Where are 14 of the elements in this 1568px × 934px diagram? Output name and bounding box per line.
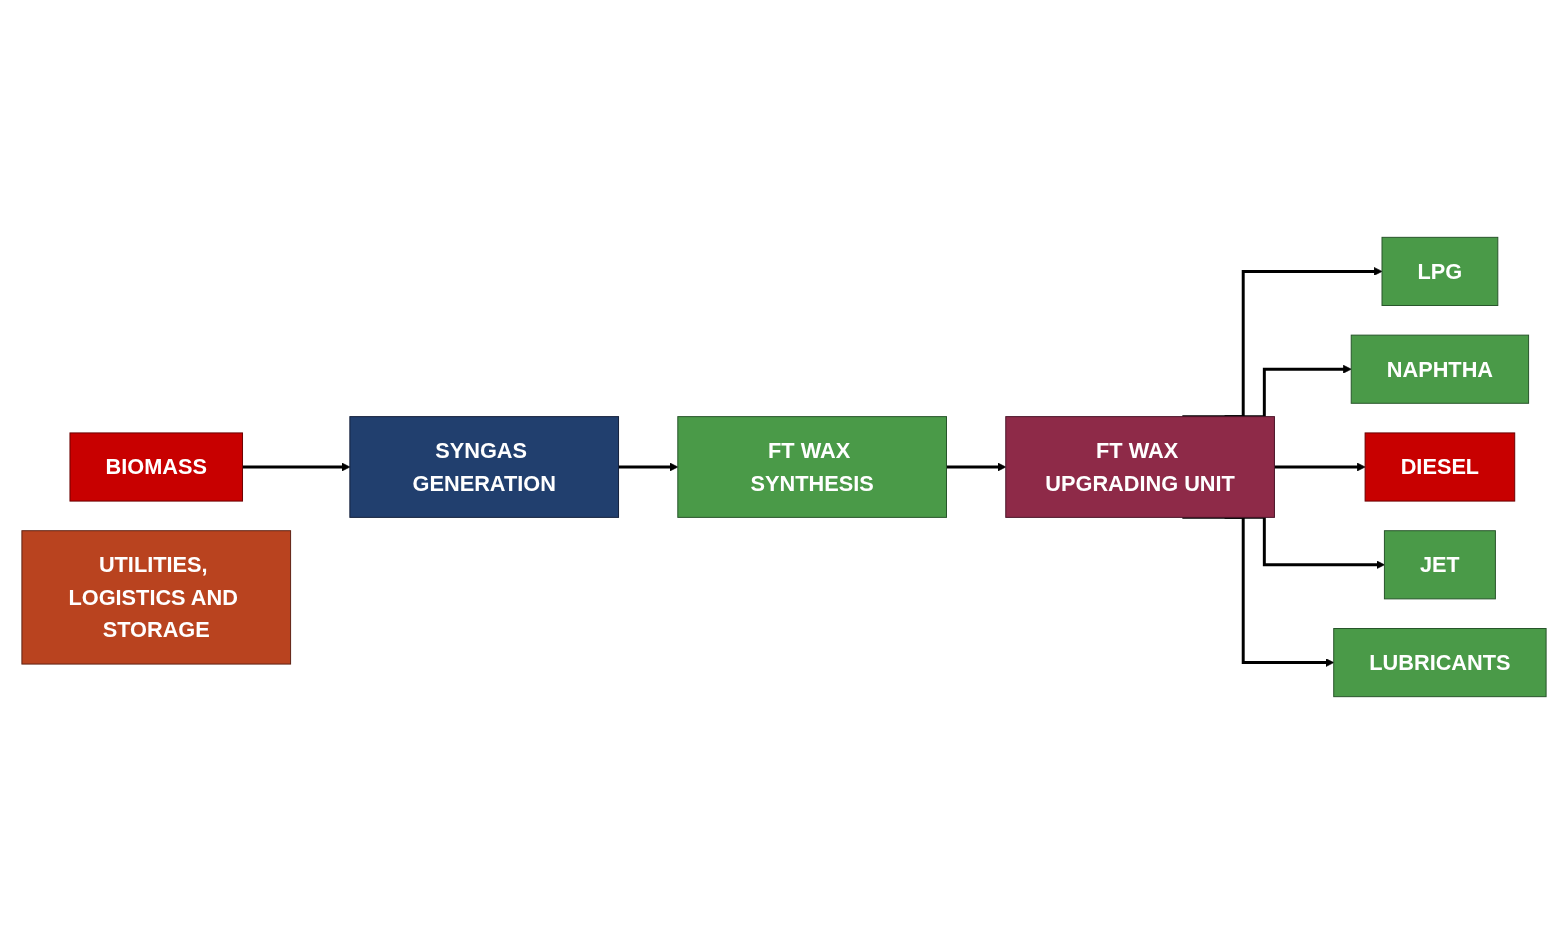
node-box: LUBRICANTS xyxy=(1333,628,1547,698)
node-box: FT WAX UPGRADING UNIT xyxy=(1005,416,1275,518)
arrow xyxy=(618,462,679,472)
node-box: UTILITIES, LOGISTICS AND STORAGE xyxy=(21,530,292,665)
arrow xyxy=(242,462,351,472)
node-box: NAPHTHA xyxy=(1350,334,1530,404)
node-box: LPG xyxy=(1381,236,1499,306)
node-box: FT WAX SYNTHESIS xyxy=(677,416,947,518)
node-box: JET xyxy=(1383,530,1496,600)
node-box: DIESEL xyxy=(1364,432,1516,502)
arrow xyxy=(1274,462,1366,472)
node-box: SYNGAS GENERATION xyxy=(349,416,620,518)
node-box: BIOMASS xyxy=(69,432,243,502)
arrow xyxy=(946,462,1007,472)
